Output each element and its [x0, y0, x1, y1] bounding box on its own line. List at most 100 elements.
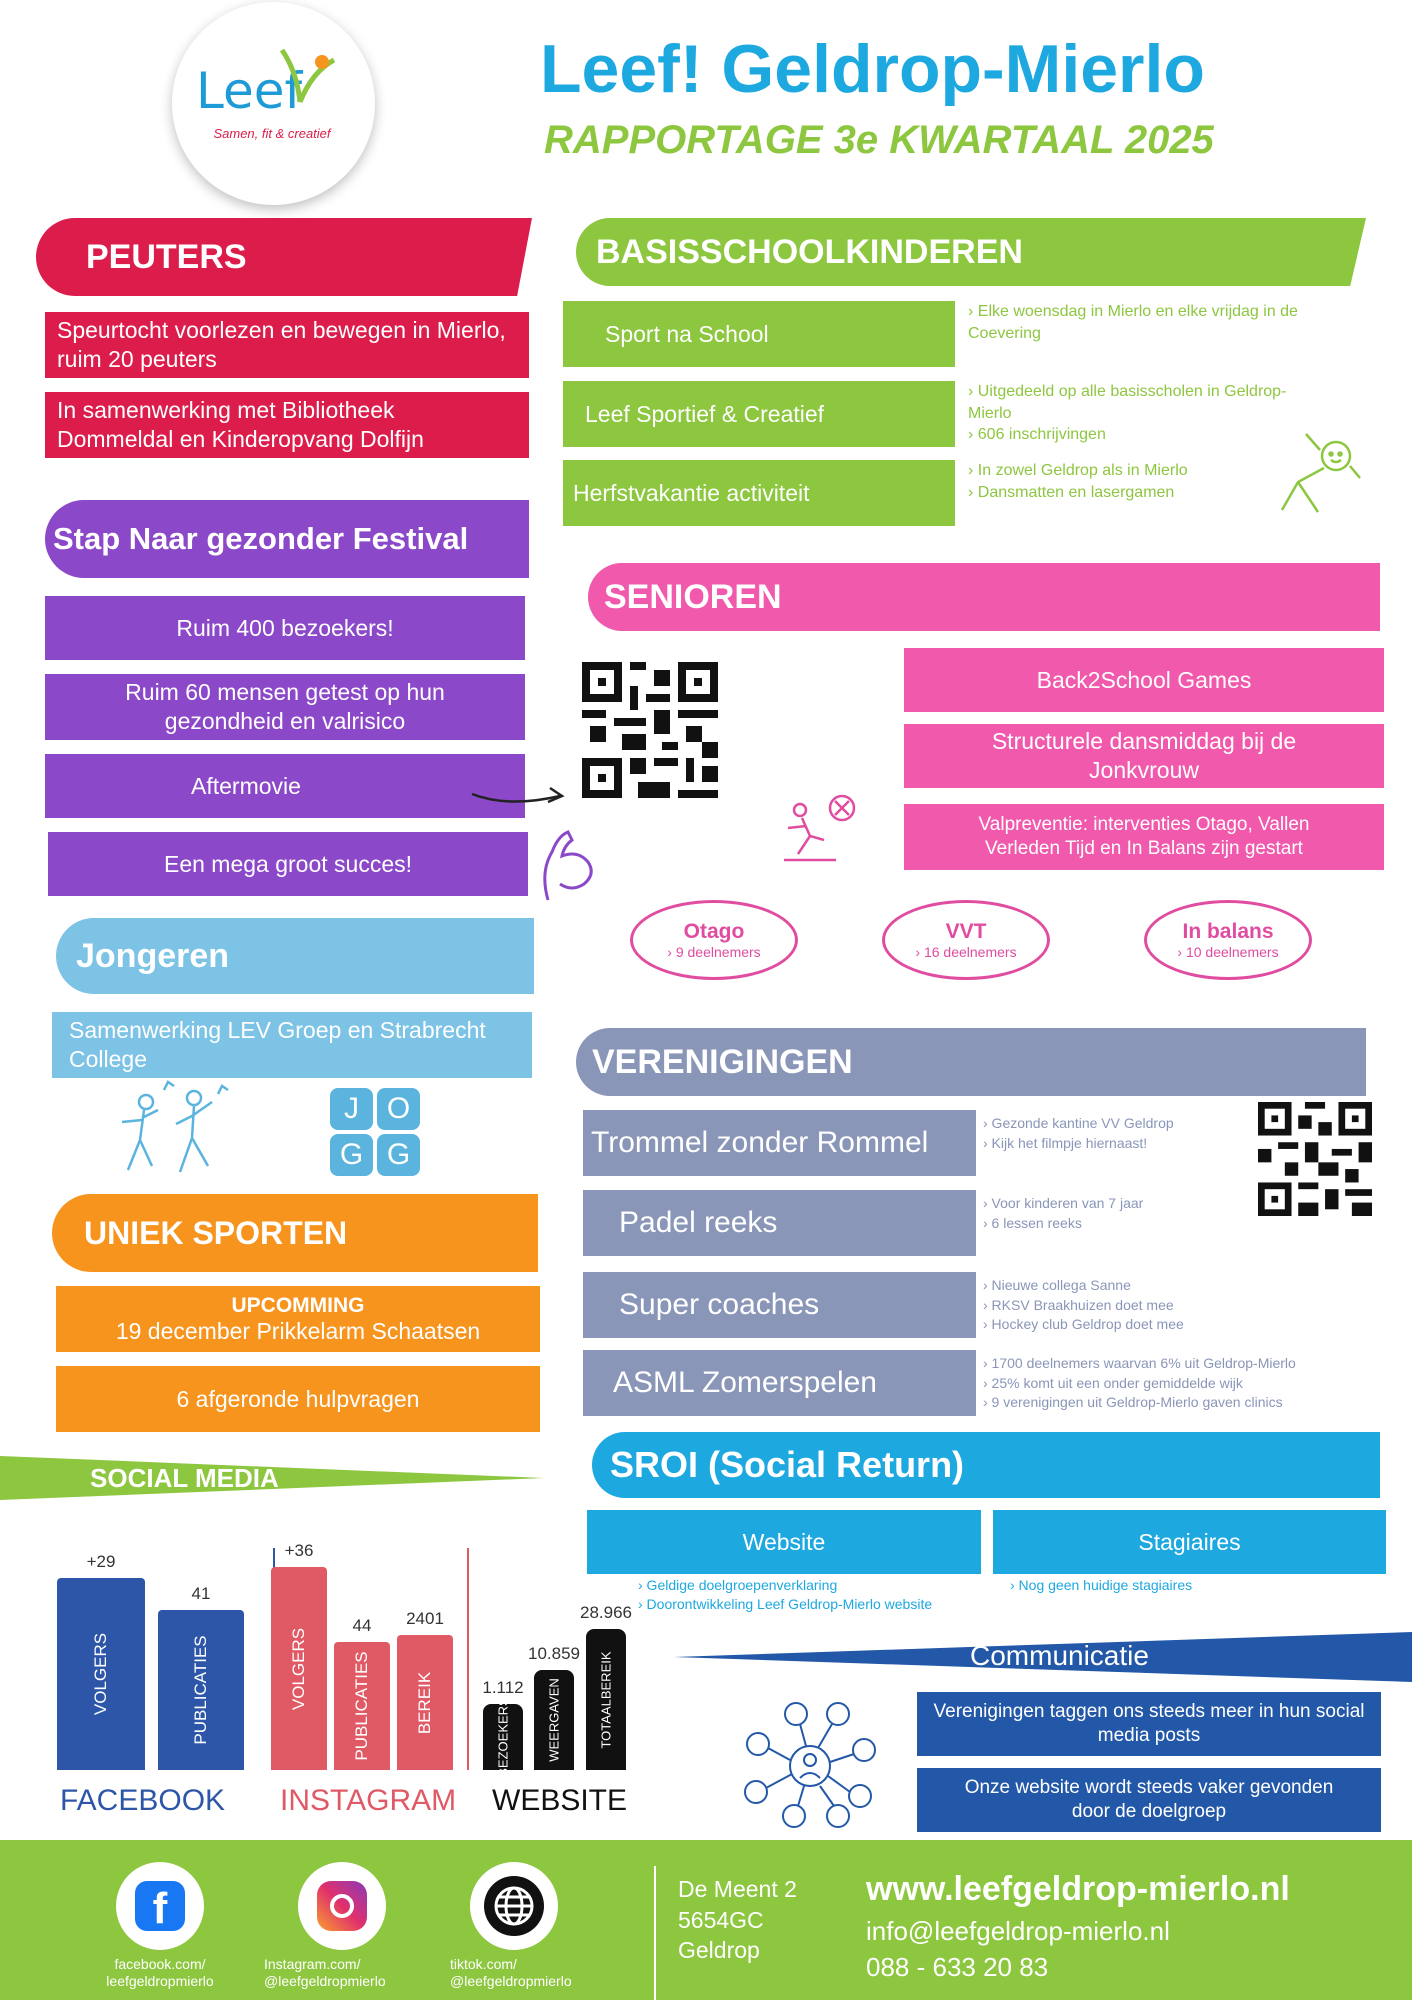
communicatie-item: Verenigingen taggen ons steeds meer in h…: [917, 1692, 1381, 1756]
upcoming-label: UPCOMMING: [231, 1294, 365, 1317]
sroi-stagiaires: Stagiaires: [993, 1510, 1386, 1574]
senioren-pill: Otago› 9 deelnemers: [630, 900, 798, 980]
peuters-title: PEUTERS: [86, 237, 247, 276]
note-line: › 25% komt uit een onder gemiddelde wijk: [983, 1374, 1243, 1391]
bar-value: 41: [191, 1584, 211, 1603]
link-line: facebook.com/: [114, 1956, 206, 1972]
senioren-item: Back2School Games: [904, 648, 1384, 712]
sroi-website: Website: [587, 1510, 981, 1574]
pill-name: Otago: [683, 920, 745, 943]
network-people-icon: [744, 1702, 876, 1828]
peuters-header: PEUTERS: [36, 218, 532, 296]
address-line: De Meent 2: [678, 1876, 797, 1902]
social-divider: [467, 1548, 469, 1770]
note-line: › 606 inschrijvingen: [968, 426, 1106, 444]
basis-header: BASISSCHOOLKINDEREN: [576, 218, 1366, 286]
instagram-button[interactable]: [298, 1862, 386, 1950]
note-line: › In zowel Geldrop als in Mierlo: [968, 462, 1188, 479]
bar-label: VOLGERS: [91, 1632, 110, 1716]
website-url[interactable]: www.leefgeldrop-mierlo.nl: [866, 1870, 1290, 1908]
logo-text: Leef: [196, 62, 303, 120]
jogg-letter: G: [330, 1134, 373, 1176]
fall-prevention-icon: [784, 794, 856, 862]
jogg-logo: J O G G: [330, 1088, 420, 1176]
note-line: › Elke woensdag in Mierlo en elke vrijda…: [968, 303, 1298, 320]
address-line: Geldrop: [678, 1937, 760, 1964]
phone-number[interactable]: 088 - 633 20 83: [866, 1952, 1049, 1982]
instagram-link[interactable]: Instagram.com/ @leefgeldropmierlo: [262, 1956, 422, 1990]
upcoming-text: 19 december Prikkelarm Schaatsen: [115, 1318, 481, 1344]
peuters-item: Speurtocht voorlezen en bewegen in Mierl…: [45, 312, 529, 378]
sroi-website-notes: › Geldige doelgroepenverklaring › Dooron…: [638, 1576, 932, 1614]
verenigingen-title: VERENIGINGEN: [592, 1042, 853, 1081]
note-line: Mierlo: [968, 404, 1012, 422]
festival-item[interactable]: Aftermovie: [45, 754, 525, 818]
uniek-title: UNIEK SPORTEN: [84, 1214, 348, 1251]
footer-divider: [654, 1866, 656, 2000]
communicatie-title: Communicatie: [970, 1640, 1149, 1671]
verenigingen-notes: › Nieuwe collega Sanne› RKSV Braakhuizen…: [983, 1276, 1184, 1335]
social-header: SOCIAL MEDIA: [0, 1456, 544, 1500]
link-line: @leefgeldropmierlo: [450, 1972, 572, 1989]
page-title: Leef! Geldrop-Mierlo: [540, 31, 1205, 107]
note-line: › Geldige doelgroepenverklaring: [638, 1577, 838, 1593]
pill-sub: › 9 deelnemers: [667, 944, 761, 960]
website-button[interactable]: [470, 1862, 558, 1950]
logo-circle: Leef Samen, fit & creatief: [172, 2, 375, 205]
note-line: › 1700 deelnemers waarvan 6% uit Geldrop…: [983, 1355, 1296, 1371]
senioren-item: Structurele dansmiddag bij de Jonkvrouw: [904, 724, 1384, 788]
note-line: › Nog geen huidige stagiaires: [1010, 1577, 1193, 1593]
senioren-header: SENIOREN: [588, 563, 1380, 631]
bar-value: 44: [352, 1616, 372, 1635]
senioren-pill: In balans› 10 deelnemers: [1144, 900, 1312, 980]
facebook-button[interactable]: f: [116, 1862, 204, 1950]
dancers-icon: [121, 1080, 229, 1173]
pill-sub: › 16 deelnemers: [915, 944, 1017, 960]
instagram-label: INSTAGRAM: [280, 1784, 457, 1817]
facebook-label: FACEBOOK: [60, 1784, 226, 1817]
muscle-arm-icon: [543, 830, 593, 901]
facebook-icon: f: [135, 1881, 185, 1931]
peuters-item: In samenwerking met Bibliotheek Dommelda…: [45, 392, 529, 458]
verenigingen-notes: › Voor kinderen van 7 jaar› 6 lessen ree…: [983, 1194, 1143, 1233]
uniek-upcoming: UPCOMMING 19 december Prikkelarm Schaats…: [56, 1286, 540, 1352]
festival-item: Ruim 60 mensen getest op hun gezondheid …: [45, 674, 525, 740]
social-title: SOCIAL MEDIA: [90, 1462, 279, 1493]
address-line: 5654GC: [678, 1906, 764, 1933]
bar-label: TOTAALBEREIK: [598, 1650, 614, 1749]
jogg-letter: G: [377, 1134, 420, 1176]
bar-label: BEREIK: [415, 1671, 434, 1734]
pill-name: VVT: [945, 920, 987, 943]
footer: f facebook.com/ leefgeldropmierlo Instag…: [0, 1840, 1412, 2000]
bar-value: +36: [284, 1541, 314, 1560]
basis-item: Herfstvakantie activiteit: [563, 460, 955, 526]
senioren-title: SENIOREN: [604, 577, 782, 616]
facebook-link[interactable]: facebook.com/ leefgeldropmierlo: [80, 1956, 240, 1990]
senioren-pill: VVT› 16 deelnemers: [882, 900, 1050, 980]
qr-code-aftermovie[interactable]: [582, 662, 718, 798]
link-line: @leefgeldropmierlo: [264, 1972, 386, 1989]
festival-item: Ruim 400 bezoekers!: [45, 596, 525, 660]
email-link[interactable]: info@leefgeldrop-mierlo.nl: [866, 1916, 1170, 1946]
note-line: › RKSV Braakhuizen doet mee: [983, 1296, 1174, 1313]
verenigingen-item: Super coaches: [583, 1272, 976, 1338]
qr-code-filmpje[interactable]: [1258, 1102, 1372, 1216]
bar-fill: BEREIK: [397, 1635, 453, 1770]
verenigingen-notes: › Gezonde kantine VV Geldrop› Kijk het f…: [983, 1114, 1174, 1153]
link-line: Instagram.com/: [264, 1956, 361, 1972]
basis-notes: › Uitgedeeld op alle basisscholen in Gel…: [968, 381, 1286, 446]
note-line: › Voor kinderen van 7 jaar: [983, 1195, 1144, 1211]
basis-notes: › Elke woensdag in Mierlo en elke vrijda…: [968, 301, 1298, 344]
bar-label: PUBLICATIES: [191, 1635, 210, 1745]
festival-header: Stap Naar gezonder Festival: [45, 500, 529, 578]
jongeren-item: Samenwerking LEV Groep en Strabrecht Col…: [52, 1012, 532, 1078]
bar-fill: WEERGAVEN: [534, 1670, 574, 1770]
tiktok-link[interactable]: tiktok.com/ @leefgeldropmierlo: [450, 1956, 610, 1990]
bar-label: PUBLICATIES: [352, 1651, 371, 1761]
bar-fill: VOLGERS: [57, 1578, 145, 1770]
arrow-icon: [471, 786, 565, 804]
